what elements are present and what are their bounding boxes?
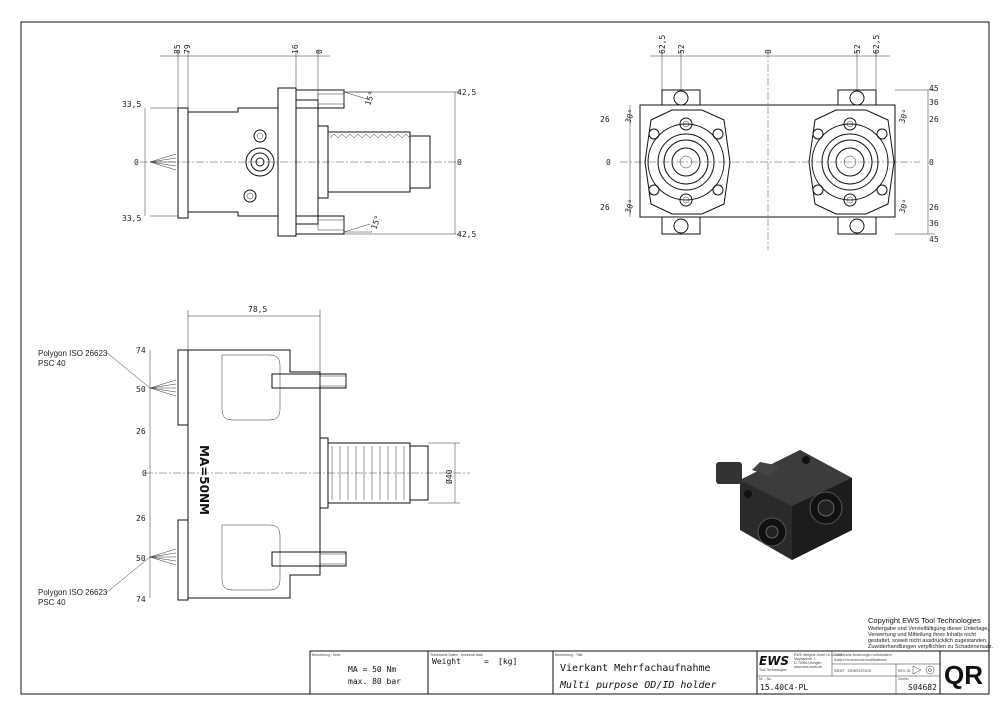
dim-top-85: 85 <box>173 44 182 54</box>
angle-front-left-bottom: 30° <box>623 198 636 215</box>
dim-side-26-bottom: 26 <box>136 514 146 523</box>
copyright-line-1: Weitergabe und Vervielfältigung dieser U… <box>868 626 989 632</box>
angle-front-left-top: 30° <box>623 108 636 125</box>
dim-front-right-45-top: 45 <box>929 84 939 93</box>
dim-left-33-5-top: 33,5 <box>122 100 141 109</box>
dim-side-74-bottom: 74 <box>136 595 146 604</box>
title-block <box>309 650 990 695</box>
dim-right-42-5-top: 42,5 <box>457 88 476 97</box>
dim-front-top-0: 0 <box>764 49 773 54</box>
dim-right-0: 0 <box>457 158 462 167</box>
front-view <box>620 50 935 250</box>
ews-logo: EWS <box>759 654 789 668</box>
angle-bottom: 15° <box>369 214 382 231</box>
dim-front-right-0: 0 <box>929 158 934 167</box>
remark-caption: Bemerkung - Note <box>312 653 340 657</box>
weight-label: Weight <box>432 657 461 666</box>
dim-side-74-top: 74 <box>136 346 146 355</box>
dim-front-top-52-right: 52 <box>853 44 862 54</box>
dim-front-left-26-bottom: 26 <box>600 203 610 212</box>
dim-front-left-0: 0 <box>606 158 611 167</box>
dim-front-left-26-top: 26 <box>600 115 610 124</box>
dim-front-top-62-5-right: 62,5 <box>872 35 881 54</box>
side-view-annotations: 78,5 74 50 26 0 26 50 74 Polygon ISO 266… <box>38 305 454 607</box>
change-note-de: Technische Änderungen vorbehalten! <box>834 653 892 657</box>
angle-front-right-top: 30° <box>897 108 910 125</box>
psc-label-top: PSC 40 <box>38 359 66 368</box>
top-view-dimensions: 85 79 16 0 33,5 0 33,5 42,5 0 42,5 15° 1… <box>122 44 476 239</box>
title-german: Vierkant Mehrfachaufnahme <box>560 663 711 674</box>
polygon-label-top: Polygon ISO 26623 <box>38 349 108 358</box>
dim-front-top-62-5-left: 62,5 <box>658 35 667 54</box>
company-line-2: Maybachstr. 1 <box>794 657 816 661</box>
dim-side-50-bottom: 50 <box>136 554 146 563</box>
top-view <box>140 50 460 237</box>
tech-caption: Technische Daten - technical data <box>430 653 483 657</box>
weight-unit: [kg] <box>498 657 517 666</box>
angle-top: 15° <box>363 90 376 107</box>
copyright-line-2: Verwertung und Mitteilung ihres Inhalts … <box>868 632 976 638</box>
company-line-4: www.ews-tools.de <box>794 665 822 669</box>
ident-label: IDENT <box>834 669 845 673</box>
psc-label-bottom: PSC 40 <box>38 598 66 607</box>
dim-front-right-26-top: 26 <box>929 115 939 124</box>
qr-mark: QR <box>944 660 983 690</box>
copyright-line-3: gestattet, soweit nicht ausdrücklich zug… <box>868 638 988 644</box>
copyright-heading: Copyright EWS Tool Technologies <box>868 616 981 625</box>
dim-left-0: 0 <box>134 158 139 167</box>
dim-front-right-36-top: 36 <box>929 98 939 107</box>
side-view <box>105 310 470 601</box>
product-render <box>716 450 852 560</box>
title-english: Multi purpose OD/ID holder <box>559 680 717 691</box>
polygon-label-bottom: Polygon ISO 26623 <box>38 588 108 597</box>
dim-top-0: 0 <box>315 49 324 54</box>
name-caption: Benennung - Title <box>555 653 582 657</box>
rev-value: -/B <box>906 669 911 673</box>
copyright-line-4: Zuwiderhandlungen verpflichten zu Schade… <box>868 644 994 650</box>
company-line-1: EWS Weigele GmbH & Co. KG <box>794 653 843 657</box>
remark-torque: MA = 50 Nm <box>348 665 396 674</box>
dim-side-26-top: 26 <box>136 427 146 436</box>
dim-side-50-top: 50 <box>136 385 146 394</box>
dim-front-right-36-bottom: 36 <box>929 219 939 228</box>
copyright-block: Copyright EWS Tool Technologies Weiterga… <box>868 616 994 650</box>
remark-pressure: max. 80 bar <box>348 677 401 686</box>
change-note-en: Subject to technical modifications! <box>834 658 887 662</box>
title-block-text: Bemerkung - Note MA = 50 Nm max. 80 bar … <box>312 653 983 692</box>
dim-front-top-52-left: 52 <box>677 44 686 54</box>
dim-front-right-45-bottom: 45 <box>929 235 939 244</box>
rev-label: REV. <box>898 669 906 673</box>
dim-left-33-5-bottom: 33,5 <box>122 214 141 223</box>
drawing-number: S04682 <box>908 683 937 692</box>
front-view-dimensions: 62,5 52 0 52 62,5 26 0 26 30° 30° 30° 30… <box>600 35 939 244</box>
weight-eq: = <box>484 657 489 666</box>
dim-top-16: 16 <box>291 44 300 54</box>
ident-value: DEWS2379GS <box>848 669 872 673</box>
ews-logo-sub: Tool Technologies <box>759 668 787 672</box>
dim-top-79: 79 <box>183 44 192 54</box>
torque-mark: MA=50NM <box>197 445 211 515</box>
diameter-label: Ø40 <box>444 469 454 484</box>
part-caption: Nr. - No. <box>759 677 772 681</box>
dim-right-42-5-bottom: 42,5 <box>457 230 476 239</box>
company-line-3: D-73066 Uhingen <box>794 661 821 665</box>
dim-side-width: 78,5 <box>248 305 267 314</box>
dim-side-0: 0 <box>142 469 147 478</box>
part-number: 15.40C4-PL <box>760 683 808 692</box>
angle-front-right-bottom: 30° <box>897 198 910 215</box>
drawing-caption: Zeichn. <box>898 677 910 681</box>
dim-front-right-26-bottom: 26 <box>929 203 939 212</box>
